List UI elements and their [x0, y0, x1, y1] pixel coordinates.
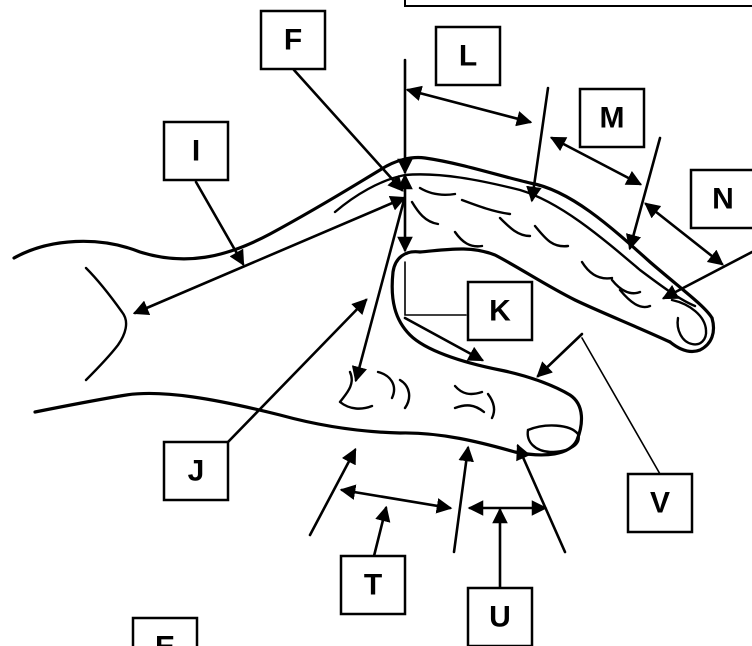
hand-outline [14, 158, 714, 455]
label-U-text: U [489, 601, 511, 634]
label-M: M [580, 89, 644, 147]
label-I: I [164, 122, 228, 180]
label-J-text: J [188, 455, 205, 488]
label-I-text: I [192, 135, 200, 168]
label-K: K [468, 282, 532, 340]
label-T-text: T [364, 569, 382, 602]
label-M-text: M [600, 102, 625, 135]
label-J: J [164, 442, 228, 500]
label-F: F [261, 11, 325, 69]
label-N: N [691, 170, 752, 228]
label-N-text: N [712, 183, 734, 216]
top-frame [405, 0, 752, 6]
label-L: L [436, 27, 500, 85]
label-E: E [133, 618, 197, 646]
label-L-text: L [459, 40, 477, 73]
label-V-text: V [650, 487, 670, 520]
label-U: U [468, 588, 532, 646]
label-T: T [341, 556, 405, 614]
label-K-text: K [489, 295, 511, 328]
label-E-text: E [155, 631, 175, 646]
label-F-text: F [284, 24, 302, 57]
label-V: V [628, 474, 692, 532]
